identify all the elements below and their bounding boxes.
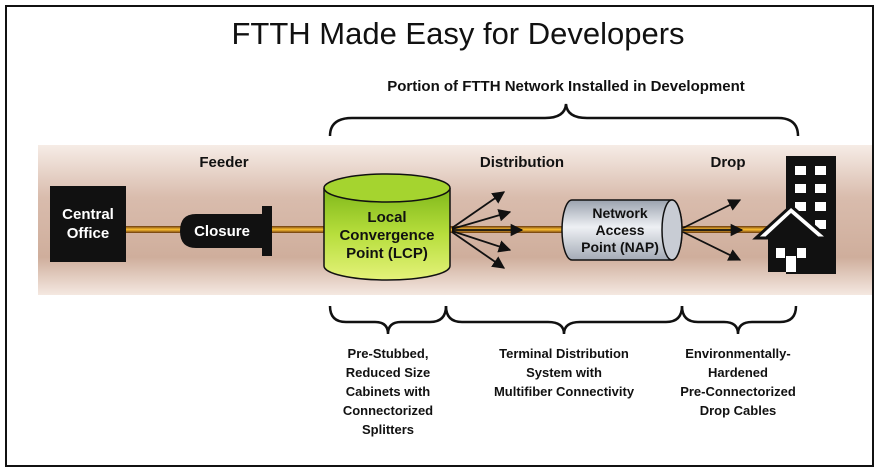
nap-label-line1: Network bbox=[592, 205, 647, 221]
nap-label-line2: Access bbox=[595, 222, 644, 238]
closure-body bbox=[180, 214, 262, 248]
distribution-description-line: System with bbox=[526, 365, 602, 380]
drop-description-line: Hardened bbox=[708, 365, 768, 380]
closure-endcap bbox=[262, 206, 272, 256]
lcp-description-line: Connectorized bbox=[343, 403, 433, 418]
lcp-description-line: Cabinets with bbox=[346, 384, 431, 399]
diagram-title: FTTH Made Easy for Developers bbox=[231, 16, 684, 51]
bottom-brace-left bbox=[328, 305, 448, 335]
lcp-description: Pre-Stubbed, Reduced Size Cabinets with … bbox=[343, 346, 433, 437]
nap-cylinder bbox=[561, 199, 683, 261]
house-icon bbox=[752, 203, 833, 272]
distribution-arrow bbox=[451, 231, 506, 269]
installed-portion-label: Portion of FTTH Network Installed in Dev… bbox=[387, 78, 745, 95]
central-office-label-line1: Central bbox=[62, 206, 114, 223]
network-band bbox=[38, 145, 872, 295]
lcp-description-line: Pre-Stubbed, bbox=[348, 346, 429, 361]
drop-arrow bbox=[682, 199, 742, 229]
lcp-description-line: Splitters bbox=[362, 422, 414, 437]
closure-label: Closure bbox=[194, 223, 250, 240]
distribution-description: Terminal Distribution System with Multif… bbox=[494, 346, 635, 399]
lcp-label-line3: Point (LCP) bbox=[346, 245, 428, 262]
central-office-label-line2: Office bbox=[67, 225, 110, 242]
nap-label-line3: Point (NAP) bbox=[581, 239, 659, 255]
lcp-label-line1: Local bbox=[367, 209, 406, 226]
drop-description: Environmentally- Hardened Pre-Connectori… bbox=[680, 346, 796, 418]
drop-description-line: Drop Cables bbox=[700, 403, 777, 418]
distribution-description-line: Multifiber Connectivity bbox=[494, 384, 635, 399]
lcp-label-line2: Convergence bbox=[339, 227, 434, 244]
drop-arrow bbox=[682, 231, 742, 261]
distribution-arrow bbox=[451, 191, 506, 229]
drop-label: Drop bbox=[711, 154, 746, 171]
drop-description-line: Environmentally- bbox=[685, 346, 790, 361]
feeder-label: Feeder bbox=[199, 154, 248, 171]
distribution-arrows bbox=[451, 191, 524, 269]
lcp-cylinder bbox=[323, 173, 451, 281]
central-office-box bbox=[50, 186, 126, 262]
drop-arrows bbox=[682, 199, 744, 261]
distribution-arrow bbox=[451, 230, 512, 253]
bottom-brace-right bbox=[680, 305, 798, 335]
top-brace bbox=[328, 103, 800, 137]
bottom-brace-middle bbox=[444, 305, 684, 335]
drop-description-line: Pre-Connectorized bbox=[680, 384, 796, 399]
distribution-arrow bbox=[451, 209, 512, 230]
distribution-description-line: Terminal Distribution bbox=[499, 346, 629, 361]
distribution-label: Distribution bbox=[480, 154, 564, 171]
lcp-description-line: Reduced Size bbox=[346, 365, 431, 380]
